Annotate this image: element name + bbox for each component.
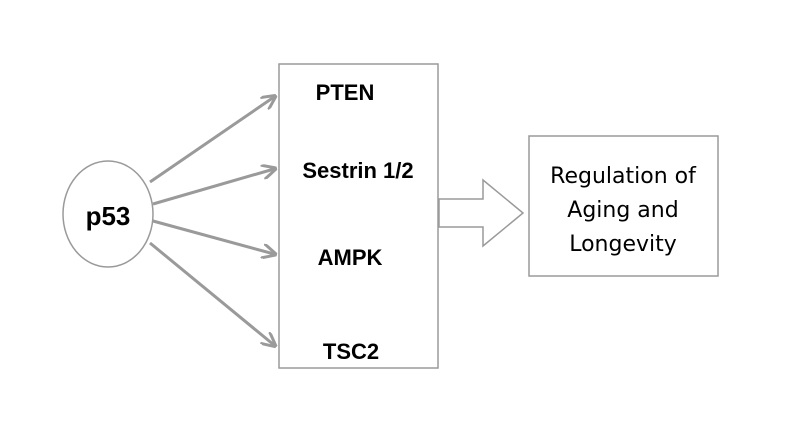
target-label-sestrin: Sestrin 1/2	[302, 158, 413, 183]
target-label-pten: PTEN	[316, 80, 375, 105]
p53-label: p53	[86, 201, 131, 231]
p53-target-arrows	[149, 97, 274, 345]
outcome-box: Regulation of Aging and Longevity	[528, 135, 719, 277]
target-label-tsc2: TSC2	[323, 339, 379, 364]
outcome-line-1: Regulation of	[550, 164, 697, 189]
p53-node: p53	[62, 160, 154, 268]
p53-ellipse	[62, 160, 154, 268]
arrow-to-ampk	[152, 219, 274, 254]
target-label-ampk: AMPK	[318, 245, 383, 270]
targets-box: PTEN Sestrin 1/2 AMPK TSC2	[278, 63, 439, 369]
arrow-to-sestrin	[152, 169, 274, 206]
outcome-box-frame	[528, 135, 719, 277]
outcome-line-3: Longevity	[569, 232, 677, 257]
targets-box-frame	[278, 63, 439, 369]
arrow-to-tsc2	[149, 241, 274, 345]
arrow-to-pten	[149, 97, 274, 184]
outcome-line-2: Aging and	[567, 198, 678, 223]
block-arrow	[438, 178, 525, 248]
